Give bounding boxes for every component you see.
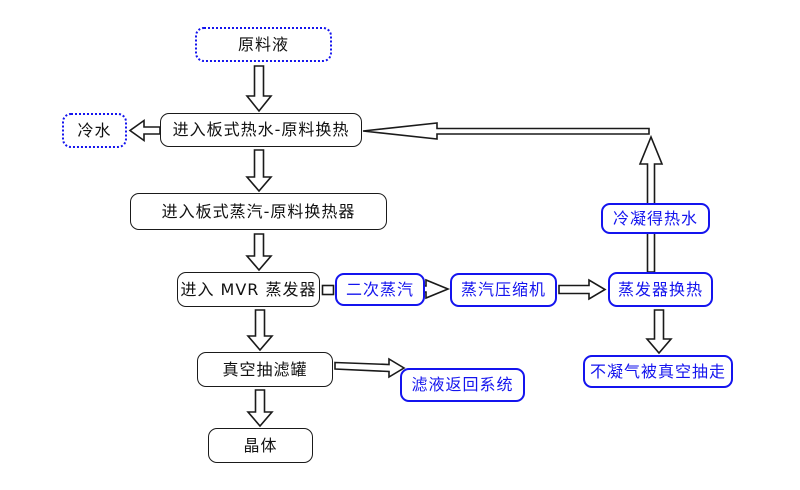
node-cold-water: 冷水	[62, 113, 127, 148]
connector-mvr-to-secondarysteam	[321, 284, 335, 296]
node-crystal: 晶体	[208, 428, 313, 463]
arrow-raw-to-hotwater	[245, 65, 273, 113]
node-steam-exchange: 进入板式蒸汽-原料换热器	[130, 193, 387, 230]
arrow-return-to-hotwater	[362, 122, 650, 140]
node-filtrate-return: 滤液返回系统	[400, 368, 525, 402]
arrow-evapexchange-to-noncondensable	[645, 309, 673, 355]
arrow-hotwater-to-steamexchange	[245, 149, 273, 193]
node-vacuum-filter-tank: 真空抽滤罐	[197, 352, 333, 387]
node-raw-liquid: 原料液	[195, 27, 332, 62]
arrow-mvr-to-vacuumtank	[246, 309, 274, 352]
node-steam-compressor: 蒸汽压缩机	[450, 273, 557, 307]
arrow-vacuumtank-to-filtrate	[334, 357, 406, 379]
node-secondary-steam: 二次蒸汽	[335, 273, 425, 306]
node-non-condensable-gas: 不凝气被真空抽走	[583, 355, 733, 388]
arrow-hotwater-to-coldwater	[128, 118, 161, 143]
node-evaporator-exchange: 蒸发器换热	[608, 272, 713, 307]
arrow-steamexchange-to-mvr	[245, 233, 273, 272]
node-hot-water-exchange: 进入板式热水-原料换热	[160, 113, 362, 147]
node-mvr-evaporator: 进入 MVR 蒸发器	[177, 272, 320, 307]
arrow-compressor-to-evapexchange	[558, 278, 607, 301]
node-condensed-hot-water: 冷凝得热水	[601, 203, 710, 234]
arrow-vacuumtank-to-crystal	[246, 389, 274, 428]
